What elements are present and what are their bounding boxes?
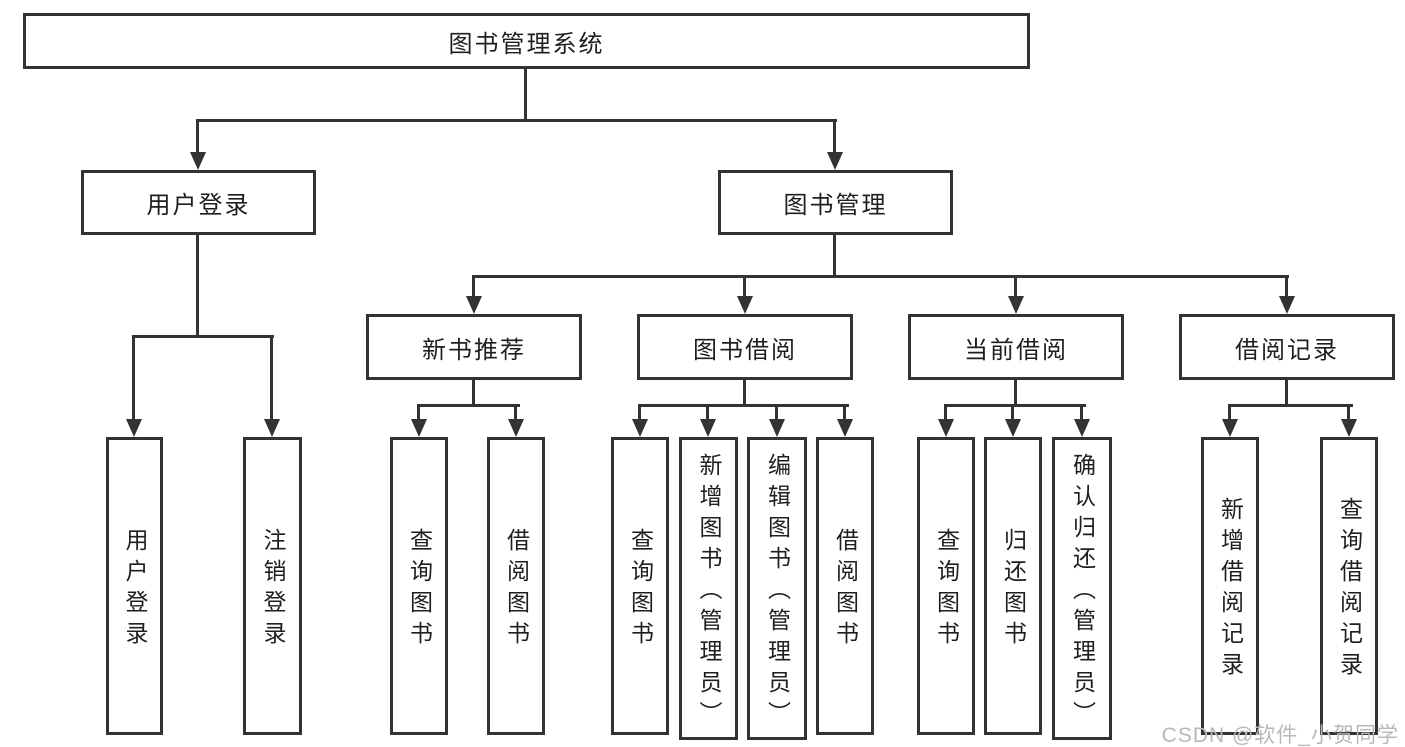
arrowhead-records-icon [1279, 296, 1295, 314]
arrowhead-current-1-icon [938, 419, 954, 437]
leaf-query-books-borrowing-label: 查询图书 [627, 528, 654, 652]
connector-records-stem [1285, 380, 1288, 406]
connector-drop-new-book [472, 275, 475, 301]
connector-drop-newbook-2 [514, 404, 517, 423]
connector-drop-borrowing-2 [706, 404, 709, 423]
connector-drop-user-login [196, 119, 199, 154]
arrowhead-book-management-icon [827, 152, 843, 170]
arrowhead-records-1-icon [1222, 419, 1238, 437]
node-user-login-label: 用户登录 [146, 192, 251, 219]
connector-current-rail [944, 404, 1086, 407]
node-new-book-recommendation: 新书推荐 [366, 314, 582, 380]
connector-mgmt-rail [472, 275, 1289, 278]
node-library-system: 图书管理系统 [23, 13, 1030, 69]
connector-root-stem [524, 69, 527, 121]
arrowhead-current-icon [1008, 296, 1024, 314]
node-current-borrowing-label: 当前借阅 [964, 336, 1068, 364]
connector-drop-newbook-1 [417, 404, 420, 423]
connector-drop-current [1014, 275, 1017, 301]
leaf-logout: 注销登录 [243, 437, 302, 735]
node-user-login: 用户登录 [81, 170, 316, 235]
connector-drop-borrowing-1 [638, 404, 641, 423]
connector-drop-borrowing [743, 275, 746, 301]
watermark: CSDN @软件_小贺同学 [1161, 724, 1399, 747]
leaf-edit-book-admin: 编辑图书（管理员） [747, 437, 807, 740]
leaf-user-login-label: 用户登录 [122, 528, 148, 652]
connector-drop-logout-leaf [270, 335, 273, 421]
connector-login-rail [132, 335, 274, 338]
connector-drop-records [1285, 275, 1288, 301]
connector-newbook-rail [417, 404, 520, 407]
leaf-edit-book-admin-label: 编辑图书（管理员） [764, 453, 791, 732]
arrowhead-newbook-1-icon [411, 419, 427, 437]
connector-mgmt-stem [833, 235, 836, 277]
arrowhead-borrowing-2-icon [700, 419, 716, 437]
leaf-query-books-current-label: 查询图书 [933, 528, 960, 652]
node-borrowing-records-label: 借阅记录 [1235, 336, 1339, 364]
arrowhead-borrowing-3-icon [769, 419, 785, 437]
leaf-return-books: 归还图书 [984, 437, 1042, 735]
connector-login-stem [196, 235, 199, 337]
node-borrowing-records: 借阅记录 [1179, 314, 1395, 380]
node-book-management: 图书管理 [718, 170, 953, 235]
leaf-user-login: 用户登录 [106, 437, 163, 735]
leaf-confirm-return-admin-label: 确认归还（管理员） [1069, 453, 1096, 732]
node-book-borrowing: 图书借阅 [637, 314, 853, 380]
leaf-borrow-books-recommend-label: 借阅图书 [503, 528, 530, 652]
leaf-borrow-books-borrowing-label: 借阅图书 [832, 528, 859, 652]
leaf-confirm-return-admin: 确认归还（管理员） [1052, 437, 1112, 740]
node-book-management-label: 图书管理 [783, 192, 888, 219]
connector-drop-records-2 [1347, 404, 1350, 423]
leaf-query-borrow-record-label: 查询借阅记录 [1336, 497, 1363, 683]
leaf-add-book-admin: 新增图书（管理员） [679, 437, 738, 740]
connector-drop-login-leaf [132, 335, 135, 421]
node-book-borrowing-label: 图书借阅 [693, 336, 797, 364]
connector-drop-borrowing-4 [843, 404, 846, 423]
arrowhead-current-2-icon [1005, 419, 1021, 437]
arrowhead-login-leaf-icon [126, 419, 142, 437]
arrowhead-borrowing-4-icon [837, 419, 853, 437]
connector-root-rail [196, 119, 837, 122]
connector-drop-current-2 [1011, 404, 1014, 423]
connector-borrowing-rail [638, 404, 849, 407]
leaf-borrow-books-borrowing: 借阅图书 [816, 437, 874, 735]
connector-drop-book-management [833, 119, 836, 154]
leaf-query-books-recommend: 查询图书 [390, 437, 448, 735]
leaf-add-borrow-record: 新增借阅记录 [1201, 437, 1259, 735]
connector-drop-current-1 [944, 404, 947, 423]
connector-borrowing-stem [743, 380, 746, 406]
arrowhead-newbook-2-icon [508, 419, 524, 437]
leaf-add-book-admin-label: 新增图书（管理员） [696, 453, 722, 732]
leaf-query-books-current: 查询图书 [917, 437, 975, 735]
leaf-query-borrow-record: 查询借阅记录 [1320, 437, 1378, 735]
connector-current-stem [1014, 380, 1017, 406]
leaf-return-books-label: 归还图书 [1000, 528, 1027, 652]
leaf-query-books-borrowing: 查询图书 [611, 437, 669, 735]
connector-records-rail [1228, 404, 1353, 407]
connector-newbook-stem [472, 380, 475, 406]
leaf-logout-label: 注销登录 [260, 528, 286, 652]
connector-drop-records-1 [1228, 404, 1231, 423]
node-library-system-label: 图书管理系统 [448, 30, 605, 58]
arrowhead-new-book-icon [466, 296, 482, 314]
node-new-book-recommendation-label: 新书推荐 [422, 336, 526, 364]
leaf-add-borrow-record-label: 新增借阅记录 [1217, 497, 1244, 683]
arrowhead-logout-leaf-icon [264, 419, 280, 437]
leaf-borrow-books-recommend: 借阅图书 [487, 437, 545, 735]
arrowhead-borrowing-1-icon [632, 419, 648, 437]
arrowhead-current-3-icon [1074, 419, 1090, 437]
connector-drop-current-3 [1080, 404, 1083, 423]
arrowhead-records-2-icon [1341, 419, 1357, 437]
connector-drop-borrowing-3 [775, 404, 778, 423]
node-current-borrowing: 当前借阅 [908, 314, 1124, 380]
leaf-query-books-recommend-label: 查询图书 [406, 528, 433, 652]
arrowhead-borrowing-icon [737, 296, 753, 314]
arrowhead-user-login-icon [190, 152, 206, 170]
